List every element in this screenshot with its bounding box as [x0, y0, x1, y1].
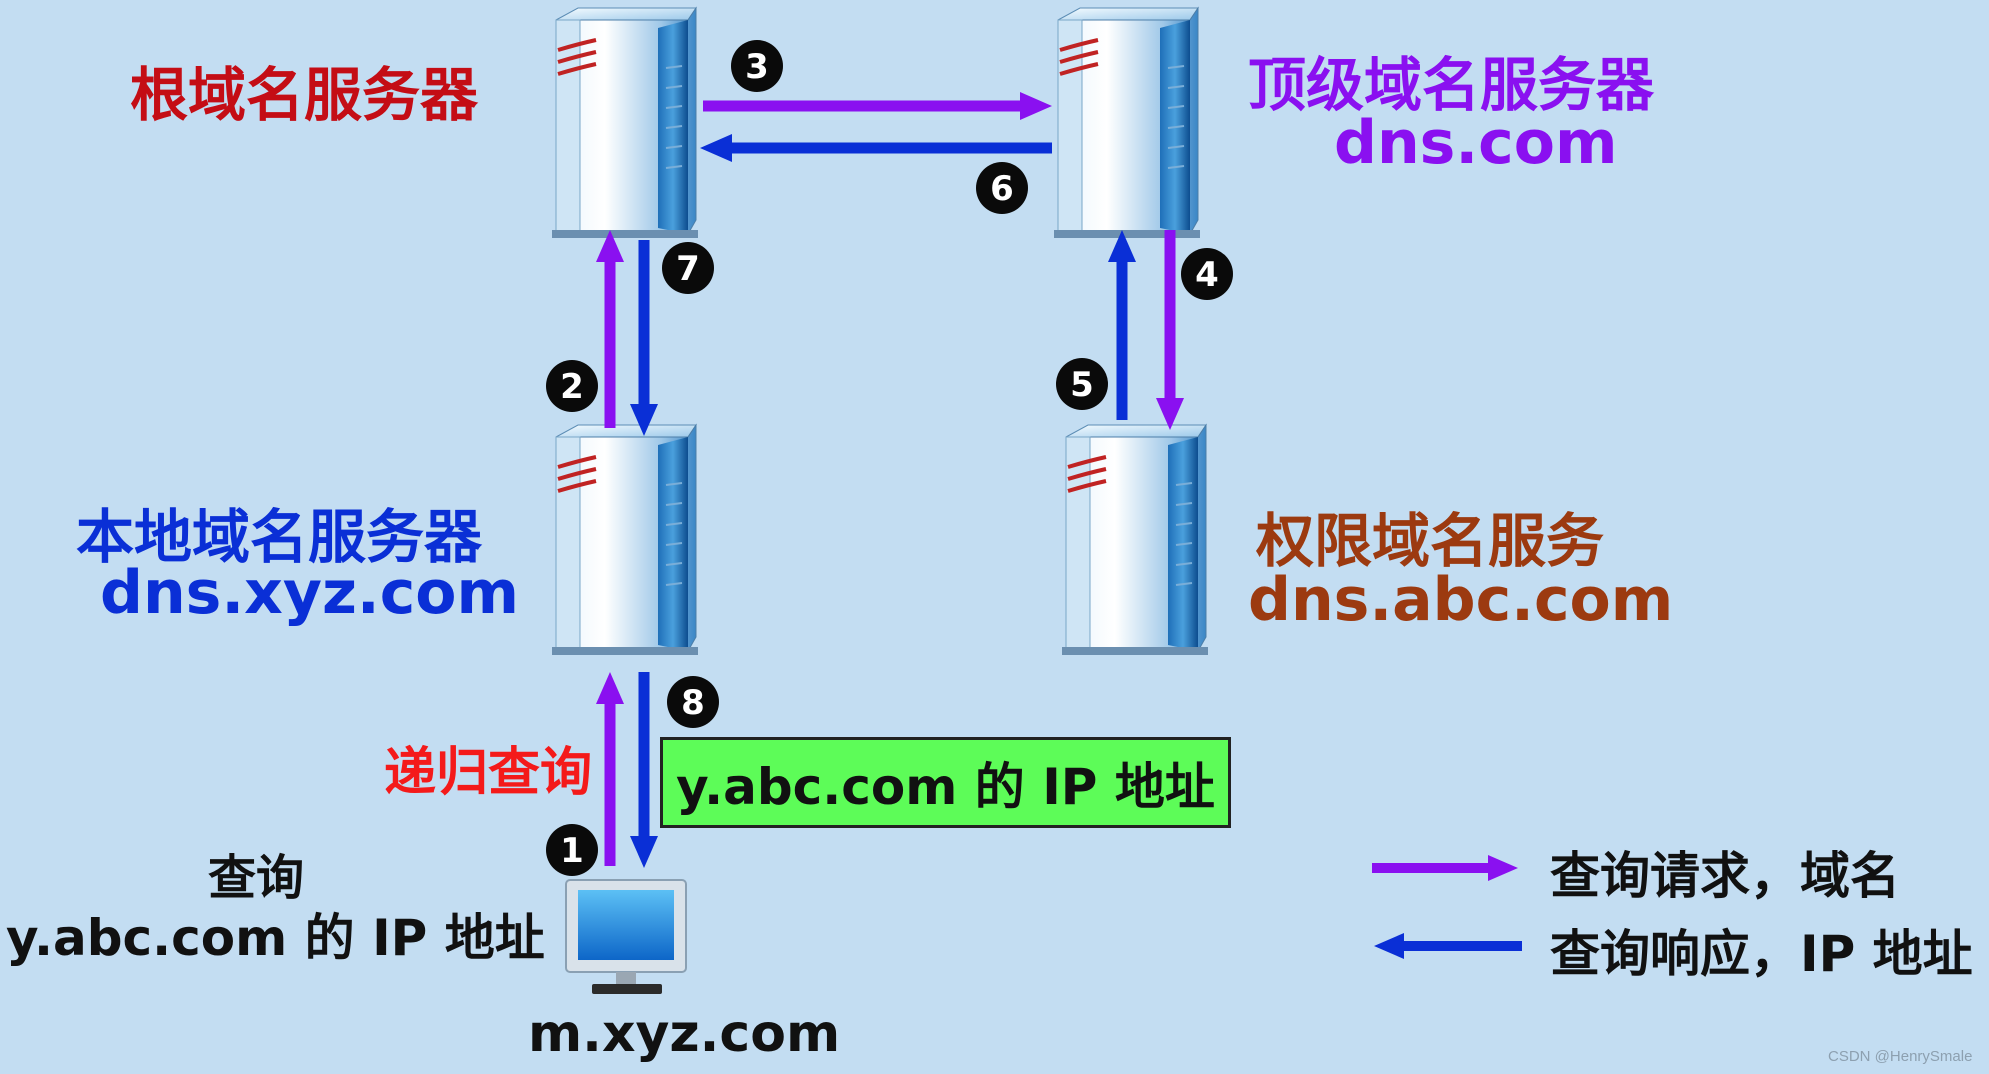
- arrow-step-8: [630, 672, 658, 868]
- arrow-step-4: [1156, 230, 1184, 430]
- arrow-step-7: [630, 240, 658, 436]
- watermark: CSDN @HenrySmale: [1828, 1048, 1973, 1065]
- local-server-title: 本地域名服务器: [76, 503, 483, 571]
- legend-response-arrow: [1374, 933, 1522, 959]
- legend-request-arrow: [1372, 855, 1518, 881]
- computer-icon: [565, 879, 687, 994]
- query-label-line1: 查询: [208, 850, 305, 906]
- result-box: y.abc.com 的 IP 地址: [660, 737, 1231, 828]
- tld-server-icon: [1052, 6, 1202, 240]
- step-number-3: 3: [745, 47, 769, 87]
- arrow-step-1: [596, 672, 624, 866]
- auth-server-icon: [1060, 423, 1210, 657]
- legend-response-label: 查询响应，IP 地址: [1550, 925, 1973, 983]
- step-number-5: 5: [1070, 365, 1094, 405]
- legend-request-label: 查询请求，域名: [1550, 847, 1900, 905]
- tld-server-domain: dns.com: [1334, 108, 1618, 178]
- local-server-icon: [550, 423, 700, 657]
- step-number-2: 2: [560, 367, 584, 407]
- client-domain: m.xyz.com: [528, 1004, 841, 1064]
- arrow-step-5: [1108, 230, 1136, 420]
- step-number-7: 7: [676, 249, 700, 289]
- arrow-step-6: [700, 134, 1052, 162]
- step-number-8: 8: [681, 683, 705, 723]
- step-number-4: 4: [1195, 255, 1219, 295]
- query-label-line2: y.abc.com 的 IP 地址: [6, 909, 545, 967]
- arrow-step-3: [703, 92, 1052, 120]
- root-server-title: 根域名服务器: [130, 61, 479, 129]
- root-server-icon: [550, 6, 700, 240]
- recursive-query-label: 递归查询: [384, 743, 593, 803]
- step-number-6: 6: [990, 169, 1014, 209]
- step-number-1: 1: [560, 831, 584, 871]
- local-server-domain: dns.xyz.com: [100, 558, 520, 628]
- auth-server-domain: dns.abc.com: [1248, 565, 1674, 635]
- arrow-step-2: [596, 230, 624, 428]
- auth-server-title: 权限域名服务: [1256, 507, 1605, 575]
- tld-server-title: 顶级域名服务器: [1248, 51, 1655, 119]
